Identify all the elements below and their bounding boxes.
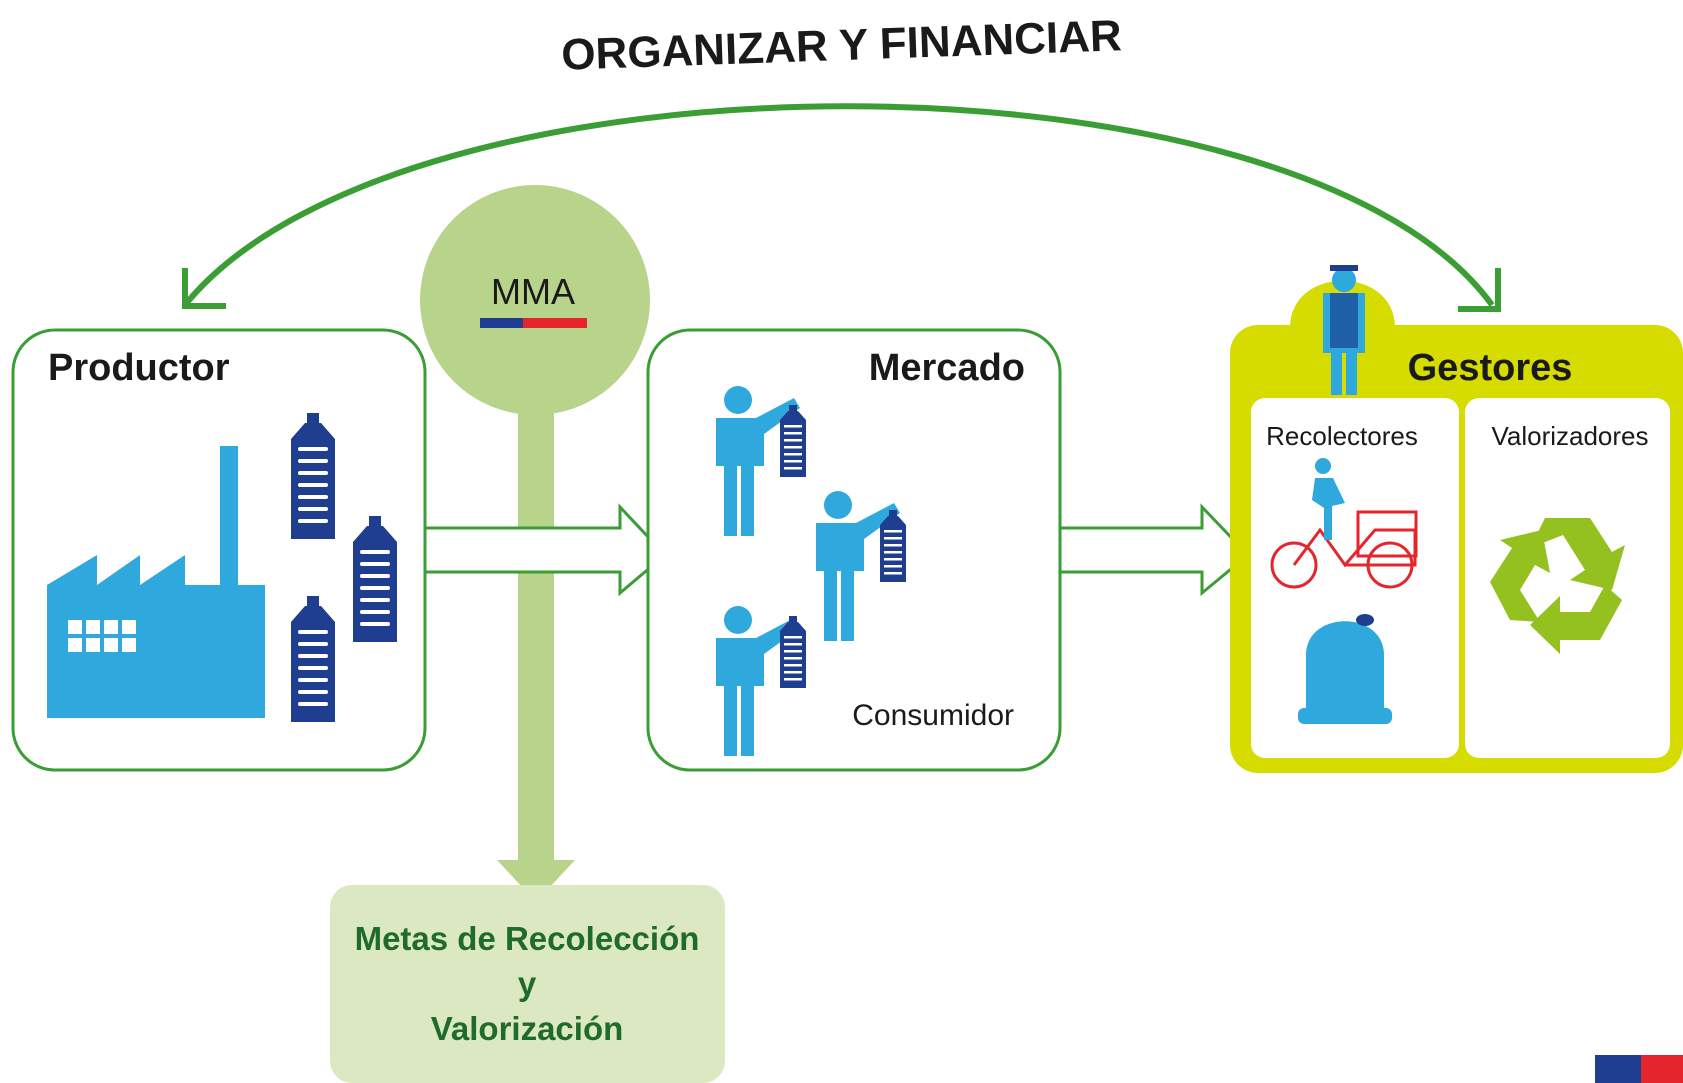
arc-label: ORGANIZAR Y FINANCIAR — [560, 11, 1122, 80]
mercado-title: Mercado — [869, 347, 1025, 389]
bottle-icon — [780, 405, 806, 477]
bottle-icon — [291, 413, 335, 539]
metas-line-2: y — [518, 965, 537, 1002]
chile-flag-stripe — [480, 318, 587, 328]
productor-title: Productor — [48, 347, 230, 389]
factory-icon — [47, 446, 265, 718]
recycle-icon — [1490, 518, 1625, 654]
valorizadores-label: Valorizadores — [1491, 421, 1648, 451]
bottle-icon — [880, 510, 906, 582]
bottle-icon — [780, 616, 806, 688]
metas-line-3: Valorización — [431, 1010, 624, 1047]
metas-box — [330, 885, 725, 1083]
mma-stem — [497, 380, 575, 902]
consumidor-label: Consumidor — [852, 699, 1014, 732]
recolectores-label: Recolectores — [1266, 421, 1418, 451]
bicycle-cart-icon — [1270, 458, 1418, 589]
bottle-icon — [291, 596, 335, 722]
arrow-productor-mercado — [418, 503, 668, 597]
organizar-financiar-arc — [182, 103, 1501, 312]
metas-line-1: Metas de Recolección — [355, 920, 700, 957]
mma-label: MMA — [491, 271, 575, 312]
gestores-title: Gestores — [1408, 347, 1573, 389]
gobierno-logo — [1595, 1055, 1683, 1083]
mma-circle — [420, 185, 650, 415]
container-icon — [1298, 614, 1392, 724]
arrow-mercado-gestores — [1053, 503, 1251, 597]
bottle-icon — [353, 516, 397, 642]
worker-icon — [1323, 265, 1365, 395]
